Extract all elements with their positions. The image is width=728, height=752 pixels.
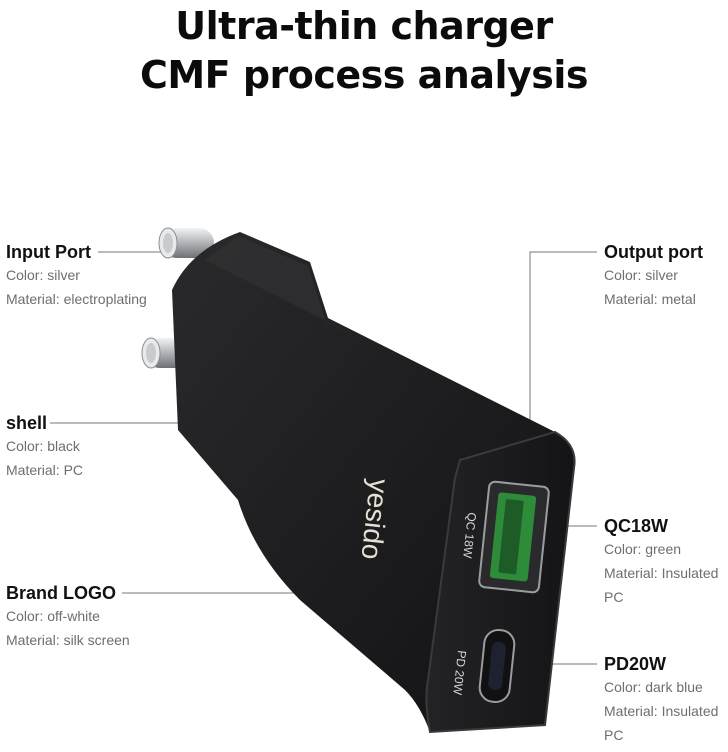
qc18w-material: Material: Insulated PC [604, 565, 719, 605]
page-title: Ultra-thin charger CMF process analysis [0, 2, 728, 100]
shell-color: Color: black [6, 438, 80, 454]
pd20w-name: PD20W [604, 654, 667, 674]
qc18w-name: QC18W [604, 516, 669, 536]
callout-shell: shell Color: black Material: PC [6, 412, 83, 482]
lower-pin [141, 337, 197, 369]
callout-pd20w: PD20W Color: dark blue Material: Insulat… [604, 653, 728, 747]
brand-logo-name: Brand LOGO [6, 583, 117, 603]
callout-brand-logo: Brand LOGO Color: off-white Material: si… [6, 582, 130, 652]
title-line-2: CMF process analysis [139, 53, 589, 97]
callout-qc18w: QC18W Color: green Material: Insulated P… [604, 515, 728, 609]
port-a-label: QC 18W [460, 512, 479, 560]
brand-logo-material: Material: silk screen [6, 632, 130, 648]
upper-pin [158, 227, 214, 259]
qc18w-color: Color: green [604, 541, 682, 557]
shell-material: Material: PC [6, 462, 84, 478]
usb-a-port [478, 480, 550, 594]
callout-input-port: Input Port Color: silver Material: elect… [6, 241, 147, 311]
output-port-name: Output port [604, 242, 703, 262]
callout-output-port: Output port Color: silver Material: meta… [604, 241, 728, 311]
input-port-material: Material: electroplating [6, 291, 147, 307]
brand-logo-color: Color: off-white [6, 608, 100, 624]
output-port-color: Color: silver [604, 267, 678, 283]
plug-pins [141, 227, 214, 369]
input-port-name: Input Port [6, 242, 91, 262]
input-port-color: Color: silver [6, 267, 80, 283]
usb-c-port [478, 629, 516, 703]
pd20w-color: Color: dark blue [604, 679, 703, 695]
charger-shell [172, 232, 576, 734]
shell-name: shell [6, 413, 48, 433]
output-port-material: Material: metal [604, 291, 696, 307]
port-c-label: PD 20W [450, 650, 469, 697]
pd20w-material: Material: Insulated PC [604, 703, 719, 743]
title-line-1: Ultra-thin charger [175, 4, 553, 48]
